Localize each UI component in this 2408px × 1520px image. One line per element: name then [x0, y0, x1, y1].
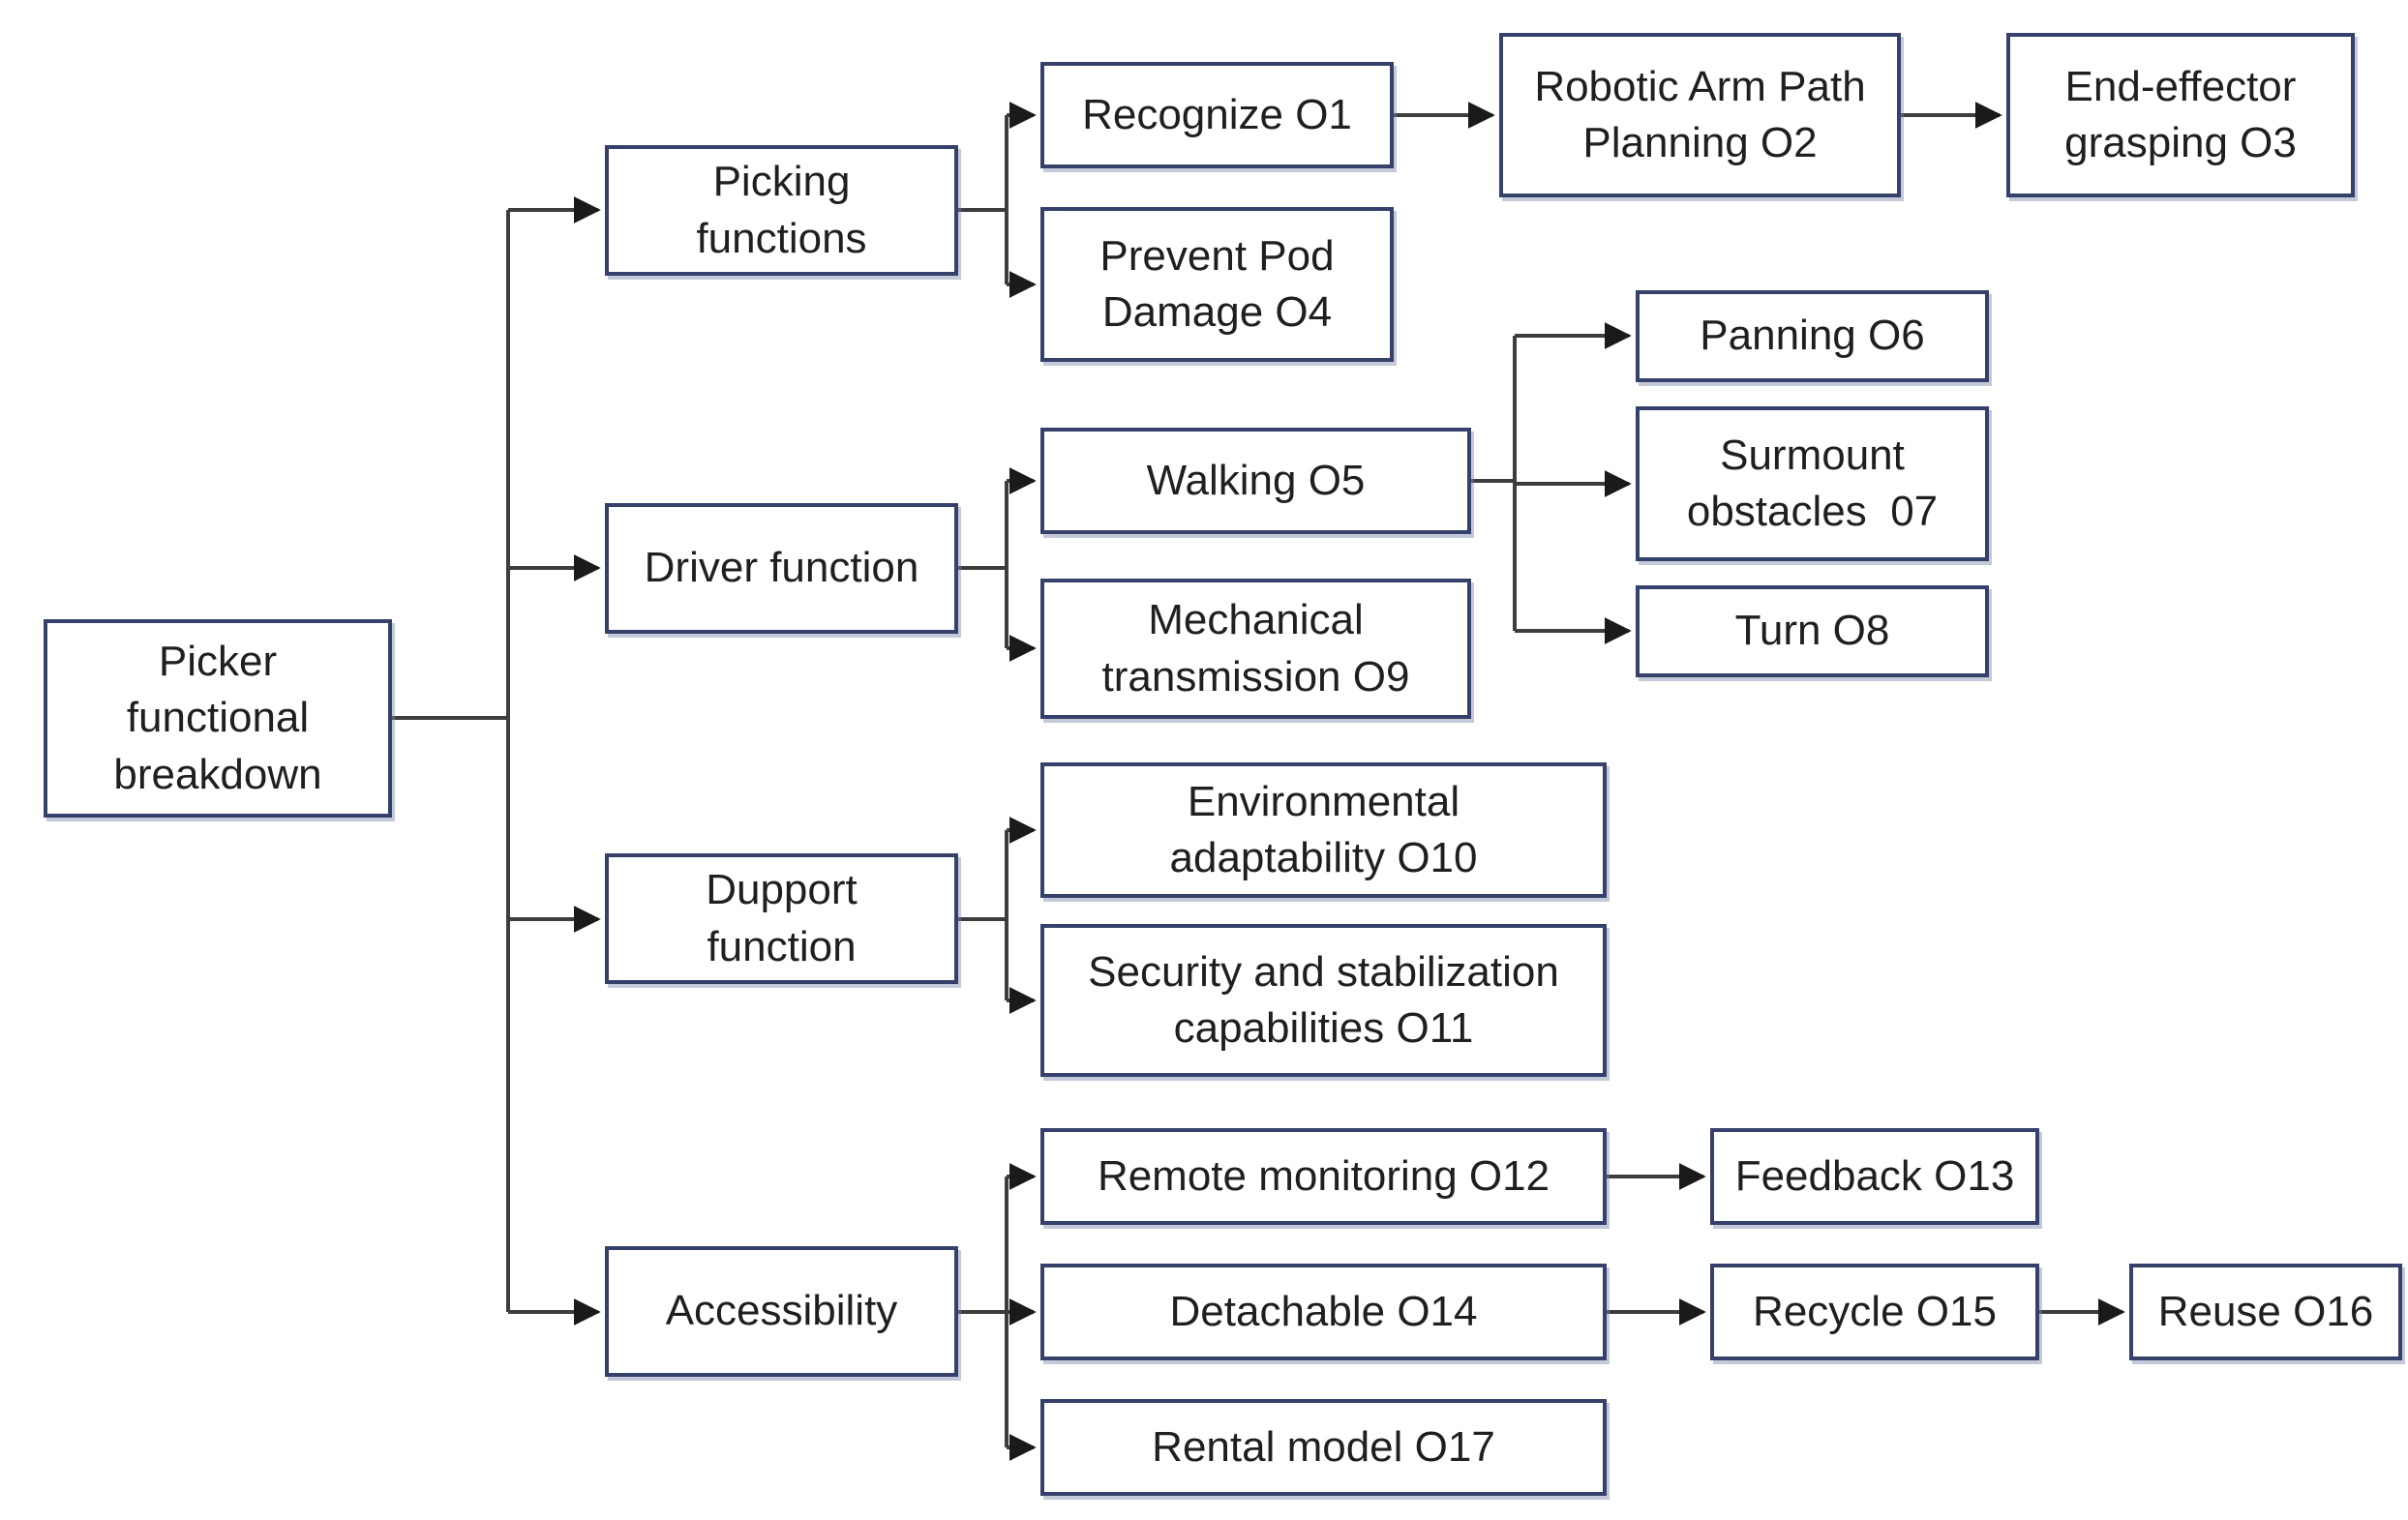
node-surmount-obstacles-07: Surmount obstacles 07: [1636, 406, 1989, 561]
node-label-line: transmission O9: [1101, 652, 1410, 700]
node-label-line: Recycle O15: [1753, 1287, 1997, 1335]
node-label-line: obstacles 07: [1686, 488, 1939, 535]
node-reuse-o16: Reuse O16: [2129, 1264, 2402, 1360]
node-end-effector-grasping-o3: End-effector grasping O3: [2006, 33, 2355, 197]
node-turn-o8: Turn O8: [1636, 585, 1989, 677]
node-label-line: Turn O8: [1734, 607, 1890, 655]
node-label-line: Picking: [712, 158, 851, 206]
node-label-line: Dupport: [706, 866, 858, 914]
node-accessibility: Accessibility: [605, 1246, 958, 1377]
node-remote-monitoring-o12: Remote monitoring O12: [1040, 1128, 1607, 1225]
node-rental-model-o17: Rental model O17: [1040, 1399, 1607, 1496]
node-panning-o6: Panning O6: [1636, 290, 1989, 382]
node-label-line: Surmount: [1720, 431, 1905, 479]
node-label-line: breakdown: [113, 750, 322, 798]
node-feedback-o13: Feedback O13: [1710, 1128, 2039, 1225]
node-recognize-o1: Recognize O1: [1040, 62, 1394, 168]
node-recycle-o15: Recycle O15: [1710, 1264, 2039, 1360]
node-mechanical-transmission-o9: Mechanical transmission O9: [1040, 579, 1471, 719]
node-label-line: Panning O6: [1700, 312, 1925, 360]
node-label-line: Mechanical: [1148, 596, 1364, 644]
node-label-line: Reuse O16: [2157, 1287, 2374, 1335]
node-label-line: adaptability O10: [1169, 834, 1478, 881]
node-label-line: functions: [696, 214, 867, 262]
node-label-line: grasping O3: [2064, 119, 2297, 166]
node-label-line: Picker: [158, 638, 278, 686]
node-label-line: Recognize O1: [1082, 90, 1352, 138]
node-label-line: Accessibility: [665, 1287, 898, 1335]
node-label-line: End-effector: [2064, 62, 2297, 110]
node-label-line: Security and stabilization: [1088, 947, 1559, 996]
node-security-stabilization-o11: Security and stabilization capabilities O…: [1040, 924, 1607, 1077]
node-picking-functions: Picking functions: [605, 145, 958, 276]
node-label-line: Damage O4: [1101, 288, 1333, 336]
node-label-line: Remote monitoring O12: [1097, 1151, 1550, 1200]
node-detachable-o14: Detachable O14: [1040, 1264, 1607, 1360]
node-label-line: Driver function: [644, 544, 919, 592]
node-label-line: Prevent Pod: [1099, 231, 1335, 280]
node-label-line: functional: [126, 694, 310, 742]
node-dupport-function: Dupport function: [605, 853, 958, 984]
node-label-line: Walking O5: [1146, 456, 1366, 504]
node-label-line: Robotic Arm Path: [1534, 62, 1866, 110]
node-label-line: capabilities O11: [1173, 1004, 1474, 1052]
node-label-line: Feedback O13: [1734, 1151, 2015, 1200]
node-label-line: Detachable O14: [1169, 1287, 1478, 1335]
node-label-line: Planning O2: [1582, 119, 1818, 166]
node-label-line: Environmental: [1187, 777, 1460, 825]
node-walking-o5: Walking O5: [1040, 428, 1471, 534]
node-label-line: function: [707, 922, 857, 970]
node-driver-function: Driver function: [605, 503, 958, 634]
node-environmental-adaptability-o10: Environmental adaptability O10: [1040, 762, 1607, 898]
node-picker-functional-breakdown: Picker functional breakdown: [44, 619, 392, 818]
node-label-line: Rental model O17: [1152, 1422, 1495, 1471]
